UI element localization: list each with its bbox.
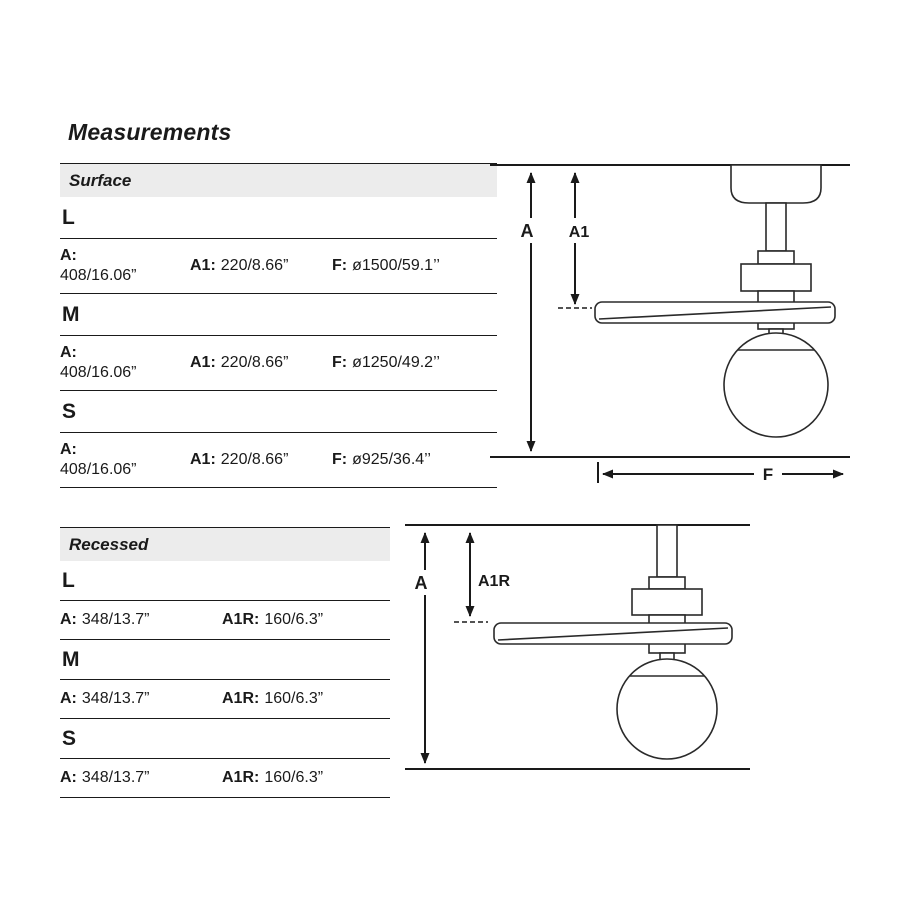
fan-drawing <box>594 164 836 438</box>
measure-a-label: A: <box>60 344 77 361</box>
measure-a1: A1:220/8.66” <box>190 257 332 275</box>
size-row-l: L <box>60 197 497 239</box>
measure-a1-value: 220/8.66” <box>220 354 289 371</box>
blade-edge-line <box>598 306 832 320</box>
measure-f-label: F: <box>332 451 348 468</box>
size-row-m: M <box>60 294 497 336</box>
blade-edge-line <box>497 627 729 641</box>
surface-diagram: A A1 F <box>490 164 850 485</box>
recessed-values-row-m: A:348/13.7” A1R:160/6.3” <box>60 680 390 719</box>
dimension-a1r: A1R <box>454 532 510 623</box>
measure-a: A: 408/16.06” <box>60 343 190 383</box>
downrod <box>656 524 678 578</box>
recessed-diagram: A A1R <box>405 524 750 770</box>
recessed-values-row-l: A:348/13.7” A1R:160/6.3” <box>60 601 390 640</box>
measure-a1: A1:220/8.66” <box>190 451 332 469</box>
size-row-s: S <box>60 391 497 433</box>
measure-a-value: 408/16.06” <box>60 461 137 478</box>
globe-light <box>616 658 718 760</box>
measure-a: A:348/13.7” <box>60 611 222 629</box>
dimension-a-label-bg <box>516 218 538 243</box>
measure-a: A: 408/16.06” <box>60 440 190 480</box>
dimension-a: A <box>410 532 432 764</box>
measure-a1-label: A1: <box>190 257 216 274</box>
dimension-a1-label-bg <box>562 218 596 243</box>
measure-a-value: 348/13.7” <box>81 769 150 786</box>
measure-f-label: F: <box>332 354 348 371</box>
measure-a: A:348/13.7” <box>60 690 222 708</box>
surface-header: Surface <box>60 163 497 197</box>
page-title: Measurements <box>68 119 232 145</box>
measure-a-label: A: <box>60 247 77 264</box>
dimension-f-label-bg <box>754 461 782 485</box>
measure-a1r-label: A1R: <box>222 611 260 628</box>
dimension-a-label: A <box>415 573 428 593</box>
fan-drawing <box>493 524 733 760</box>
size-row-l: L <box>60 561 390 601</box>
dimension-a1: A1 <box>558 172 596 309</box>
recessed-table: Recessed L A:348/13.7” A1R:160/6.3” M A:… <box>60 527 390 798</box>
measure-a: A: 408/16.06” <box>60 246 190 286</box>
measure-f-value: ø1500/59.1’’ <box>352 257 440 274</box>
measure-a1: A1:220/8.66” <box>190 354 332 372</box>
surface-values-row-m: A: 408/16.06” A1:220/8.66” F:ø1250/49.2’… <box>60 336 497 391</box>
dimension-a1-label: A1 <box>569 224 590 241</box>
dimension-a-label-bg <box>410 570 432 595</box>
measure-a1-label: A1: <box>190 451 216 468</box>
measure-a-value: 348/13.7” <box>81 611 150 628</box>
measure-a1r-value: 160/6.3” <box>264 769 324 786</box>
surface-table: Surface L A: 408/16.06” A1:220/8.66” F:ø… <box>60 163 497 488</box>
measure-a1r-label: A1R: <box>222 690 260 707</box>
motor-neck <box>757 250 795 265</box>
measure-a-value: 348/13.7” <box>81 690 150 707</box>
measure-a1r: A1R:160/6.3” <box>222 611 390 629</box>
dimension-f-label: F <box>763 465 773 484</box>
size-row-s: S <box>60 719 390 759</box>
measure-f-label: F: <box>332 257 348 274</box>
measure-a-label: A: <box>60 611 77 628</box>
measure-f-value: ø1250/49.2’’ <box>352 354 440 371</box>
dimension-f: F <box>597 461 844 485</box>
measure-a1r-value: 160/6.3” <box>264 690 324 707</box>
measure-a1r: A1R:160/6.3” <box>222 769 390 787</box>
motor-body <box>631 588 703 616</box>
recessed-values-row-s: A:348/13.7” A1R:160/6.3” <box>60 759 390 798</box>
measure-a1-value: 220/8.66” <box>220 451 289 468</box>
surface-values-row-l: A: 408/16.06” A1:220/8.66” F:ø1500/59.1’… <box>60 239 497 294</box>
downrod <box>765 202 787 252</box>
measure-a1r-value: 160/6.3” <box>264 611 324 628</box>
dimension-a: A <box>516 172 538 452</box>
measure-f: F:ø1250/49.2’’ <box>332 354 497 372</box>
measure-a1-label: A1: <box>190 354 216 371</box>
measure-a1r-label: A1R: <box>222 769 260 786</box>
measure-a1-value: 220/8.66” <box>220 257 289 274</box>
globe-light <box>723 332 829 438</box>
measure-f: F:ø925/36.4’’ <box>332 451 497 469</box>
measure-f: F:ø1500/59.1’’ <box>332 257 497 275</box>
measure-a-label: A: <box>60 769 77 786</box>
measure-a1r: A1R:160/6.3” <box>222 690 390 708</box>
measure-f-value: ø925/36.4’’ <box>352 451 431 468</box>
measure-a-value: 408/16.06” <box>60 364 137 381</box>
measure-a-label: A: <box>60 690 77 707</box>
measure-a: A:348/13.7” <box>60 769 222 787</box>
canopy <box>730 164 822 204</box>
size-row-m: M <box>60 640 390 680</box>
dimension-a1r-label: A1R <box>478 573 510 590</box>
motor-body <box>740 263 812 292</box>
recessed-header: Recessed <box>60 527 390 561</box>
measure-a-value: 408/16.06” <box>60 267 137 284</box>
dimension-a-label: A <box>521 221 534 241</box>
motor-neck <box>648 576 686 590</box>
surface-values-row-s: A: 408/16.06” A1:220/8.66” F:ø925/36.4’’ <box>60 433 497 488</box>
measure-a-label: A: <box>60 441 77 458</box>
